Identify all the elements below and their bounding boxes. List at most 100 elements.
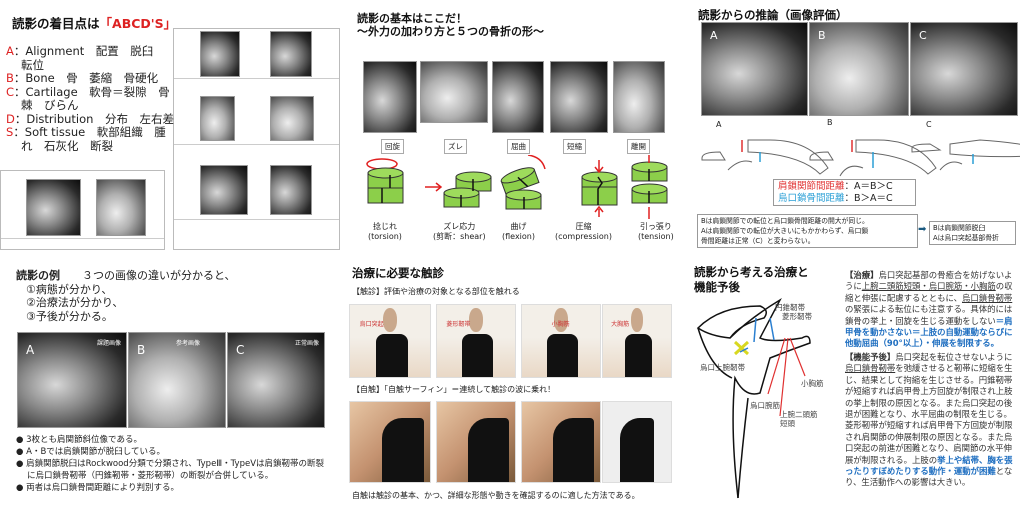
type-label: 回旋 xyxy=(381,139,404,154)
ligament-labels: 円錐靭帯菱形靭帯 xyxy=(775,303,812,321)
item-label: ：Soft tissue 軟部組織 腫 xyxy=(13,125,166,139)
item-key: B xyxy=(6,71,14,85)
diagram-label: B xyxy=(827,118,833,127)
abcd-item: A：Alignment 配置 脱臼転位 xyxy=(6,44,174,72)
xray-compression xyxy=(550,61,608,133)
bullet-text: A・Bでは肩鎖関節が脱臼している。 xyxy=(26,447,166,457)
image-letter: A xyxy=(710,29,718,42)
item-label: ：Bone 骨 萎縮 骨硬化 xyxy=(13,71,159,85)
self-palpation-photo xyxy=(521,401,601,483)
title-line: 読影の基本はここだ！ xyxy=(357,12,467,25)
xray-b: B xyxy=(809,22,909,116)
xray-image xyxy=(270,165,312,215)
image-letter: B xyxy=(137,343,146,357)
text-segment: の収縮と伸張に配慮するとともに、 xyxy=(845,281,1013,303)
conclusion-box: Bは肩鎖関節脱臼 Aは烏口突起基部骨折 xyxy=(929,221,1016,245)
legend-name: 烏口鎖骨間距離 xyxy=(778,193,845,204)
diagram-label: 烏口上腕靭帯 xyxy=(700,363,745,372)
fracture-caption: 圧縮(compression) xyxy=(555,222,612,242)
shear-cylinder xyxy=(443,171,492,208)
item-key: S xyxy=(6,125,14,139)
palpation-photo: 小胸筋 xyxy=(521,304,601,378)
bullet-text: 3枚とも肩関節斜位像である。 xyxy=(26,435,142,445)
title-text: 読影の着目点は xyxy=(12,16,100,31)
item-cont: れ 石灰化 断裂 xyxy=(21,138,113,153)
xray-image xyxy=(96,179,146,236)
fracture-mark-icon xyxy=(733,340,750,356)
type-label: 離開 xyxy=(627,139,650,154)
text-segment: の緊張による転位にも注意する。具体的には鎖骨の挙上・回旋を生じる運動をしない xyxy=(845,304,1013,326)
caption-text: 捻じれ xyxy=(372,222,397,231)
title-line: 〜外力の加わり方と５つの骨折の形〜 xyxy=(357,25,544,38)
text-segment: 【治療】 xyxy=(845,270,879,280)
fracture-caption: 引っ張り(tension) xyxy=(638,222,674,242)
bullet-item: ● 3枚とも肩関節斜位像である。 xyxy=(16,435,142,445)
slide-title: 読影の例 xyxy=(16,269,60,282)
flexion-arrow-icon xyxy=(527,155,546,170)
note-line: Aは肩鎖関節での転位が大きいにもかかわらず、烏口鎖 xyxy=(701,227,869,235)
compression-cylinder xyxy=(581,171,618,206)
caption-text: 引っ張り xyxy=(639,222,672,231)
shoulder-xray-table xyxy=(0,170,165,250)
photo-label: 大胸筋 xyxy=(611,321,630,329)
arrow-right-icon: ➡ xyxy=(918,224,927,235)
diagram-label: 円錐靭帯 xyxy=(775,303,805,312)
image-letter: C xyxy=(919,29,927,42)
slide-title: 読影の着目点は「ABCD'S」 xyxy=(12,13,176,32)
point: ②治療法が分かり、 xyxy=(26,296,124,309)
xray-comparison-table xyxy=(173,28,340,250)
diagram-label: 烏口腕筋 xyxy=(750,401,780,410)
diagram-label: C xyxy=(926,120,932,129)
conclusion-line: Aは烏口突起基部骨折 xyxy=(933,234,999,242)
title-accent: 「ABCD'S」 xyxy=(99,16,177,31)
bullet-item: ● 肩鎖関節脱臼はRockwood分類で分類され、TypeⅢ・TypeⅤは肩鎖靭… xyxy=(16,459,325,481)
photo-label: 菱形靭帯 xyxy=(446,321,471,329)
self-palpation-subtitle: 【自触】「自触サーフィン」＝連続して触診の波に乗れ！ xyxy=(352,385,556,394)
intro-line: ３つの画像の違いが分かると、 xyxy=(82,269,236,282)
point: ③予後が分かる。 xyxy=(26,309,113,323)
caption-sub: (torsion) xyxy=(368,232,402,241)
image-tag: 正常画像 xyxy=(294,340,319,347)
text-segment: 挙上や結帯、胸を張ったりすぼめたりする動作・運動が困難 xyxy=(845,454,1013,477)
item-key: A xyxy=(6,44,14,58)
self-palpation-photo xyxy=(349,401,431,483)
legend-name: 肩鎖関節間距離 xyxy=(778,181,845,192)
caption-text: 曲げ xyxy=(510,222,527,231)
type-label: 屈曲 xyxy=(507,139,530,154)
xray-image xyxy=(200,96,235,141)
xray-image xyxy=(270,31,312,77)
bullet-text: 肩鎖関節脱臼はRockwood分類で分類され、TypeⅢ・TypeⅤは肩鎖靭帯の… xyxy=(26,459,325,481)
flexion-cylinder xyxy=(500,167,542,210)
bullet-text: 両者は烏口鎖骨間距離により判別する。 xyxy=(26,483,179,493)
conclusion-line: Bは肩鎖関節脱臼 xyxy=(933,224,986,232)
legend-value: ：A＝B＞C xyxy=(844,181,893,192)
xray-a: A xyxy=(701,22,808,116)
legend-value: ：B＞A＝C xyxy=(844,193,893,204)
slide-title: 治療に必要な触診 xyxy=(352,266,444,280)
diagram-label: 小胸筋 xyxy=(801,379,824,388)
xray-tension xyxy=(613,61,665,133)
distance-legend-box: 肩鎖関節間距離：A＝B＞C 烏口鎖骨間距離：B＞A＝C xyxy=(773,179,916,206)
palpation-photo: 菱形靭帯 xyxy=(436,304,516,378)
treatment-text: 【治療】烏口突起基部の骨癒合を妨げないように上腕二頭筋短頭・烏口腕筋・小胸筋の収… xyxy=(845,270,1020,350)
title-line: 機能予後 xyxy=(694,280,740,294)
type-label: 短縮 xyxy=(563,139,586,154)
photo-label: 烏口突起 xyxy=(359,321,384,329)
item-label: ：Cartilage 軟骨＝裂隙 骨 xyxy=(14,84,170,99)
fracture-mechanics-diagram xyxy=(366,155,668,219)
item-key: D xyxy=(6,111,15,126)
palpation-subtitle: 【触診】評価や治療の対象となる部位を触れる xyxy=(352,287,520,296)
biceps-label: 上腕二頭筋短頭 xyxy=(780,410,818,428)
abcd-item: S：Soft tissue 軟部組織 腫れ 石灰化 断裂 xyxy=(6,125,174,153)
photo-label: 小胸筋 xyxy=(551,321,570,329)
text-segment: 上腕二頭筋短頭・烏口腕筋・小胸筋 xyxy=(861,281,996,292)
text-segment: 烏口鎖骨靭帯 xyxy=(845,363,896,374)
abcd-item: D：Distribution 分布 左右差 xyxy=(6,111,174,127)
text-segment: となり、生活動作への影響は大きい。 xyxy=(845,466,1013,488)
text-segment: 烏口突起基部の骨癒合を妨げないように xyxy=(845,270,1013,292)
text-segment: を弛緩させると靭帯に短縮を生じ、結果として拘縮を生じさせる。円錐靭帯が短縮すれば… xyxy=(845,363,1013,465)
type-label: ズレ xyxy=(444,139,467,154)
palpation-photo: 大胸筋 xyxy=(602,304,672,378)
